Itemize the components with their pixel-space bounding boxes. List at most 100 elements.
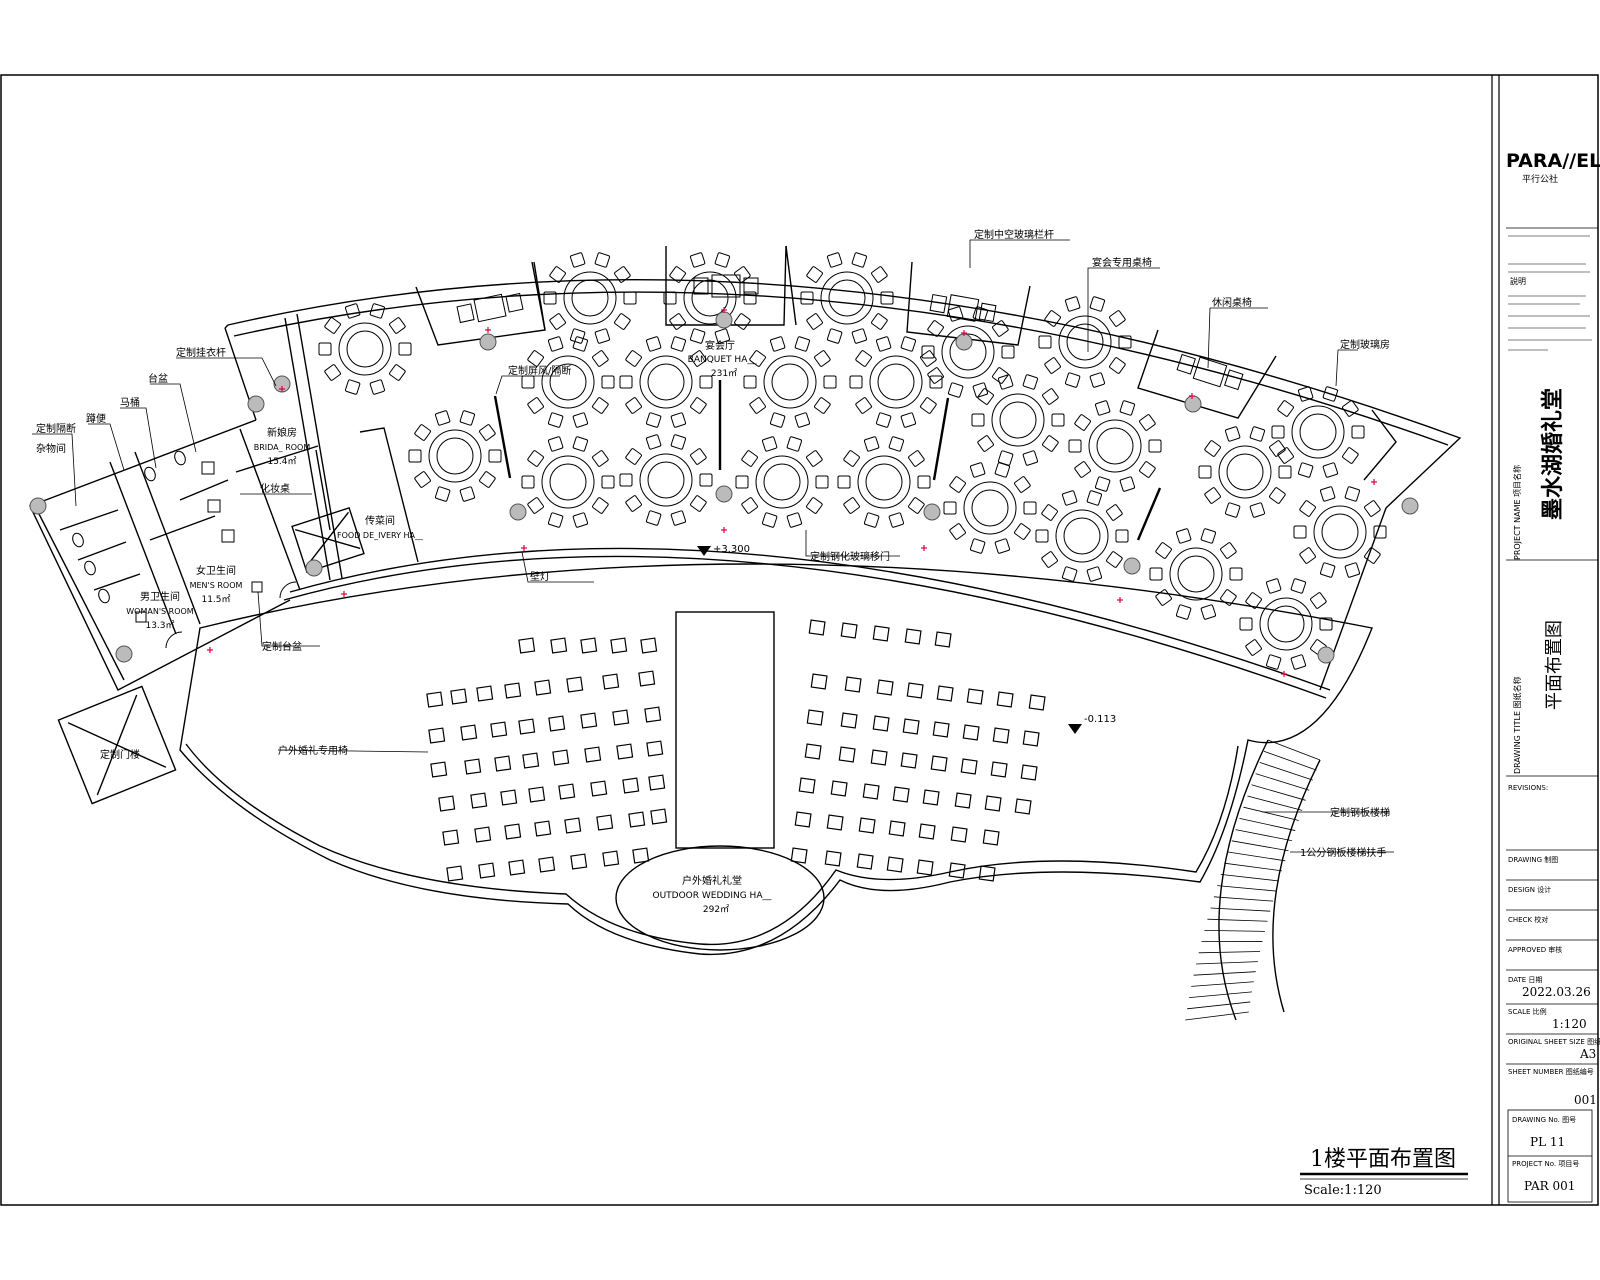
outdoor-chair	[840, 622, 858, 639]
round-table	[619, 336, 713, 428]
chair	[977, 435, 994, 452]
stair-tread	[1227, 851, 1286, 862]
chair	[1277, 447, 1294, 464]
outdoor-chair	[508, 859, 526, 876]
outdoor-chair	[838, 746, 856, 763]
chair	[344, 303, 361, 319]
chair	[572, 412, 589, 428]
chair	[900, 412, 917, 428]
chair	[1277, 400, 1294, 417]
chair	[614, 266, 631, 283]
chair	[1175, 528, 1192, 544]
chair	[888, 512, 905, 528]
wall-light-icon	[921, 545, 927, 551]
chair	[1271, 425, 1285, 439]
column	[29, 497, 47, 515]
chair	[1119, 400, 1136, 416]
chair	[1322, 386, 1339, 402]
chair	[547, 436, 564, 452]
stair-tread	[1217, 885, 1277, 892]
stair-tread	[1193, 971, 1256, 976]
round-table	[521, 336, 615, 428]
sheet-number-value: 001	[1574, 1093, 1597, 1107]
chair	[947, 382, 964, 398]
wall-light-icon	[341, 591, 347, 597]
chair	[943, 501, 957, 515]
chair	[1064, 296, 1081, 312]
chair	[900, 336, 917, 352]
chair	[572, 336, 589, 352]
round-table	[543, 252, 637, 344]
outdoor-chair	[494, 755, 512, 772]
chair	[1115, 529, 1129, 543]
chair	[843, 450, 860, 467]
chair	[389, 364, 406, 381]
mens-room-label: 女卫生间	[196, 564, 236, 577]
chair	[434, 410, 451, 426]
chair	[1119, 476, 1136, 492]
round-table	[619, 434, 713, 526]
banquet-hall-area: 231㎡	[711, 368, 737, 379]
round-table	[1239, 578, 1333, 670]
wall-light-icon	[207, 647, 213, 653]
outdoor-chair	[856, 853, 874, 870]
chair	[572, 512, 589, 528]
chair	[1089, 296, 1106, 312]
banquet-hall-label: 宴会厅	[705, 339, 735, 352]
round-table	[849, 336, 943, 428]
outdoor-chair	[1028, 694, 1046, 711]
chair	[855, 350, 872, 367]
chair	[1293, 525, 1307, 539]
outdoor-chair	[830, 780, 848, 797]
chair	[369, 379, 386, 395]
chair	[592, 450, 609, 467]
outdoor-chair	[978, 865, 996, 882]
chair	[623, 291, 637, 305]
dressing-note: 化妆桌	[260, 482, 290, 495]
wall-light-icon	[1371, 479, 1377, 485]
rail-note: 定制中空玻璃栏杆	[974, 228, 1054, 241]
leisure-table	[693, 274, 759, 298]
column	[923, 503, 941, 521]
chair	[547, 336, 564, 352]
toilet-icon	[84, 560, 96, 576]
chair	[741, 497, 758, 514]
chair	[1299, 547, 1316, 564]
column	[115, 645, 133, 663]
toilet-icon	[72, 532, 84, 548]
chair	[875, 336, 892, 352]
outdoor-chair	[990, 761, 1008, 778]
chair	[735, 475, 749, 489]
leisure-table-note: 休闲桌椅	[1212, 296, 1252, 309]
room-labels: 宴会厅 BANQUET HA__ 231㎡ 新娘房 BRIDA_ ROOM 15…	[126, 339, 772, 915]
chair	[1290, 578, 1307, 594]
stair-tread	[1198, 951, 1261, 954]
annotation-texts: 定制中空玻璃栏杆 宴会专用桌椅 休闲桌椅 定制玻璃房 定制屏风/隔断 定制挂衣杆…	[36, 228, 1390, 859]
chair	[1245, 592, 1262, 609]
banquet-table-note: 宴会专用桌椅	[1092, 256, 1152, 269]
chair	[1149, 567, 1163, 581]
chair	[1014, 523, 1031, 540]
chair	[1198, 465, 1212, 479]
chair	[1139, 461, 1156, 478]
design-label: DESIGN 设计	[1508, 885, 1551, 894]
outdoor-chair	[918, 823, 936, 840]
project-name-label: PROJECT NAME 项目名称	[1512, 465, 1522, 560]
chair	[527, 450, 544, 467]
stair-tread	[1259, 762, 1313, 781]
chair	[1094, 476, 1111, 492]
chair	[527, 350, 544, 367]
chair	[1041, 504, 1058, 521]
chair	[1109, 357, 1126, 374]
stair-tread	[1185, 1011, 1249, 1021]
date-value: 2022.03.26	[1522, 985, 1591, 999]
chair	[601, 375, 615, 389]
chair	[743, 291, 757, 305]
outdoor-chair	[602, 850, 620, 867]
outdoor-chair	[504, 823, 522, 840]
chair	[1061, 490, 1078, 506]
chair	[949, 476, 966, 493]
column	[479, 333, 497, 351]
chair	[645, 434, 662, 450]
stair-tread	[1267, 739, 1321, 761]
